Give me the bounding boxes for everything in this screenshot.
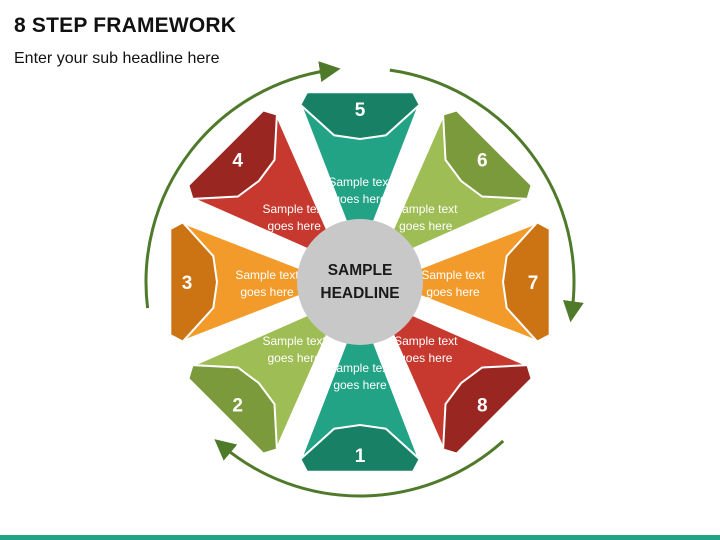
segment-text-line1: Sample text [328,175,392,189]
segment-step-1: 1 Sample text goes here [298,335,422,473]
segments-group: 1 Sample text goes here 2 Sample text goes he… [169,91,551,473]
step-number: 6 [477,151,488,172]
step-number: 4 [232,151,243,172]
segment-text-line2: goes here [333,378,387,392]
step-number: 1 [355,446,366,467]
segment-text-line2: goes here [240,285,294,299]
hub-headline-line2: HEADLINE [320,285,399,302]
step-number: 5 [355,100,366,121]
segment-step-8: 8 Sample text goes here [388,310,533,455]
segment-text-line1: Sample text [421,268,485,282]
segment-text-line1: Sample text [263,334,327,348]
segment-text-line2: goes here [268,219,322,233]
step-number: 8 [477,395,488,416]
segment-tab [299,423,421,473]
step-number: 3 [182,273,193,294]
step-number: 2 [232,395,243,416]
segment-text-line2: goes here [399,219,453,233]
bottom-accent-bar [0,535,720,540]
segment-tab [442,364,533,455]
segment-text-line1: Sample text [394,202,458,216]
hub-headline-line1: SAMPLE [328,262,393,279]
page-subtitle: Enter your sub headline here [14,50,220,67]
center-hub: SAMPLE HEADLINE [297,219,423,345]
segment-tab [501,221,551,343]
segment-text-line2: goes here [333,192,387,206]
segment-text-line2: goes here [426,285,480,299]
segment-text-line1: Sample text [328,361,392,375]
segment-tab [299,91,421,141]
segment-tab [187,109,278,200]
segment-text-line1: Sample text [394,334,458,348]
page-title: 8 STEP FRAMEWORK [14,14,237,37]
segment-tab [169,221,219,343]
segment-step-3: 3 Sample text goes here [169,220,307,344]
segment-step-2: 2 Sample text goes here [187,310,332,455]
hub-circle [297,219,423,345]
step-number: 7 [528,273,539,294]
cycle-arrow-right [389,68,584,323]
segment-tab [187,364,278,455]
segment-tab [442,109,533,200]
segment-text-line1: Sample text [263,202,327,216]
cycle-arrows [144,61,584,498]
segment-text-line2: goes here [399,351,453,365]
segment-text-line1: Sample text [235,268,299,282]
segment-text-line2: goes here [268,351,322,365]
cycle-arrow-left [144,61,341,309]
cycle-arrow-bottom [214,439,505,498]
